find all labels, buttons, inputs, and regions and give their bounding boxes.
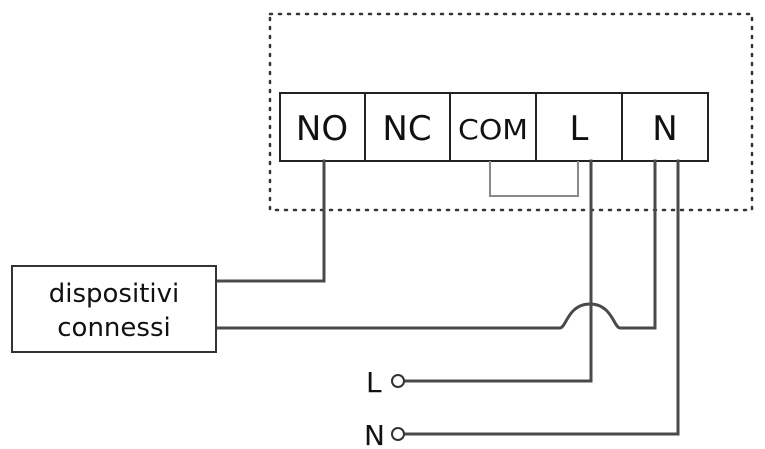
com-l-bridge [489, 161, 579, 197]
terminal-l-label: L [570, 109, 589, 149]
terminal-no [279, 92, 366, 162]
supply-n-node [391, 427, 405, 441]
terminal-nc-label: NC [382, 109, 431, 149]
connected-devices-box [11, 265, 217, 353]
supply-l-node [391, 374, 405, 388]
terminal-n-label: N [652, 109, 677, 149]
terminal-l [535, 92, 623, 162]
wire-l-supply [403, 159, 593, 383]
terminal-n [621, 92, 709, 162]
supply-l-label: L [366, 366, 382, 399]
wire-n-supply [403, 159, 680, 436]
connected-devices-line2: connessi [57, 313, 170, 343]
terminal-block: NO NC COM L N [279, 92, 709, 162]
terminal-com [449, 92, 537, 162]
connected-devices-line1: dispositivi [49, 279, 179, 309]
supply-n-label: N [364, 419, 385, 449]
terminal-nc [364, 92, 451, 162]
terminal-com-label: COM [458, 113, 528, 146]
wire-device-to-n [214, 159, 657, 330]
module-enclosure [268, 12, 754, 212]
wire-no-to-device [214, 159, 326, 283]
terminal-no-label: NO [296, 109, 348, 149]
